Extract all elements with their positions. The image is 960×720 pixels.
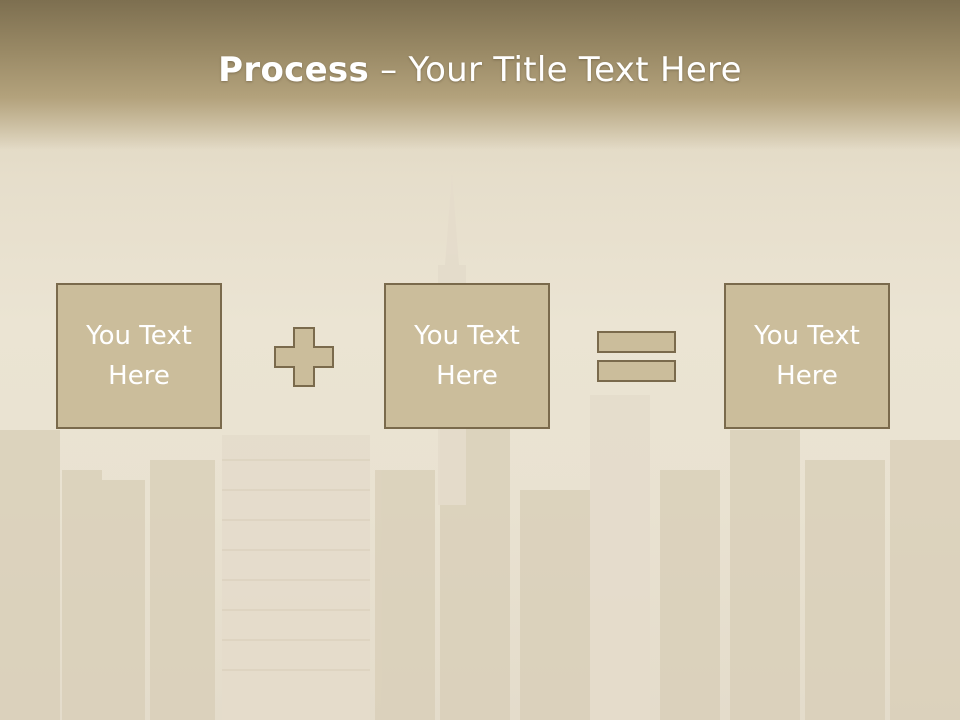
process-box-1: You Text Here <box>56 283 222 429</box>
city-skyline-background <box>0 175 960 720</box>
slide-title: Process – Your Title Text Here <box>0 50 960 90</box>
process-box-1-text: You Text Here <box>86 321 192 391</box>
title-banner <box>0 0 960 150</box>
title-bold-part: Process <box>218 50 370 90</box>
process-box-3-text: You Text Here <box>754 321 860 391</box>
process-box-2: You Text Here <box>384 283 550 429</box>
process-box-2-text: You Text Here <box>414 321 520 391</box>
equals-icon <box>597 331 676 382</box>
plus-icon <box>274 327 334 387</box>
title-rest-part: – Your Title Text Here <box>369 50 742 90</box>
process-box-3: You Text Here <box>724 283 890 429</box>
